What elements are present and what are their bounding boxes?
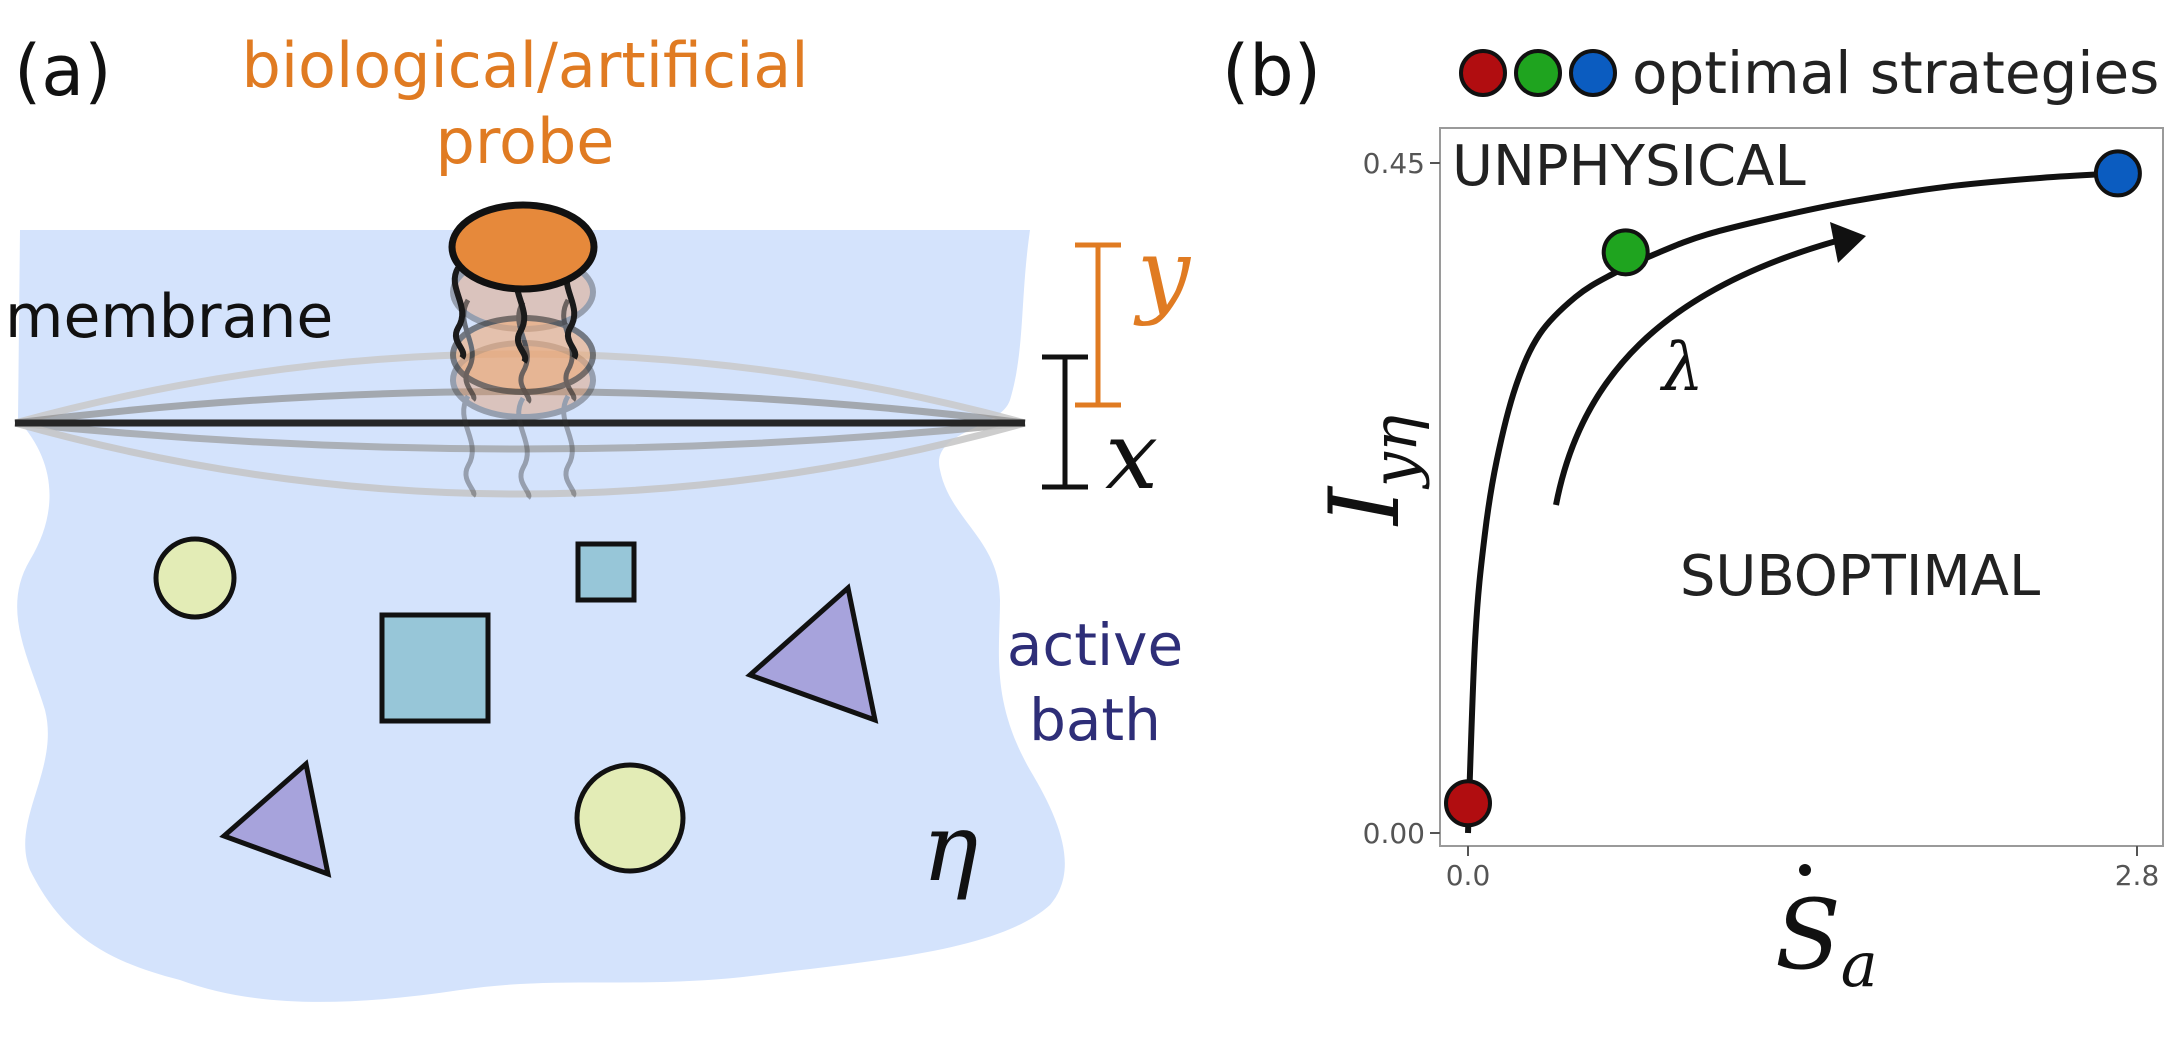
symbol-y: y: [1133, 219, 1192, 328]
legend-dot-red: [1459, 49, 1507, 97]
legend-dot-green: [1514, 49, 1562, 97]
optimal-curve: [1465, 170, 2119, 834]
strategy-points: [1444, 149, 2142, 828]
x-bracket: [1042, 354, 1088, 490]
probe-label-line2: probe: [436, 105, 615, 178]
x-axis-label: Sa: [1775, 864, 1878, 1001]
membrane-shadow-bottom: [14, 419, 1026, 498]
y-label-main: I: [1309, 485, 1421, 527]
panel-a-label: (a): [14, 30, 112, 112]
svg-text:Iyη: Iyη: [1309, 415, 1431, 527]
panel-b-label: (b): [1222, 30, 1321, 112]
svg-text:Sa: Sa: [1775, 879, 1878, 1001]
strategy-point-blue: [2093, 149, 2142, 198]
bath-label-line2: bath: [1029, 686, 1161, 754]
region-unphysical: UNPHYSICAL: [1452, 134, 1806, 199]
plot-frame: [1439, 127, 2164, 847]
y-label-sub: yη: [1358, 415, 1431, 490]
x-axis: 0.0 2.8: [1446, 846, 2160, 892]
strategy-point-red: [1444, 779, 1492, 828]
x-tick-left: 0.0: [1446, 859, 1491, 892]
x-label-dot: [1799, 864, 1811, 876]
lambda-label: λ: [1659, 329, 1704, 406]
bath-circle-small: [153, 536, 237, 620]
lambda-arrowhead: [1830, 222, 1866, 263]
x-label-main: S: [1775, 879, 1841, 991]
y-tick-top: 0.45: [1363, 147, 1425, 180]
panel-b: (b) optimal strategies 0.45 0.00 0.0 2.8…: [1222, 30, 2164, 1001]
membrane-label: membrane: [5, 282, 333, 352]
bath-circle-large: [574, 762, 686, 874]
bath-triangle-left: [219, 759, 332, 878]
region-suboptimal: SUBOPTIMAL: [1680, 544, 2040, 609]
symbol-eta: η: [922, 794, 978, 903]
x-label-sub: a: [1841, 928, 1878, 1001]
bath-square-large: [379, 612, 491, 724]
x-tick-right: 2.8: [2115, 859, 2160, 892]
legend-text: optimal strategies: [1632, 39, 2159, 107]
lambda-arrow: [1553, 237, 1841, 506]
bath-triangle-right: [745, 583, 879, 724]
probe-body: [448, 201, 598, 293]
y-bracket: [1075, 242, 1121, 408]
legend-dot-blue: [1569, 49, 1617, 97]
bath-square-small: [575, 541, 637, 603]
probe: [448, 201, 598, 364]
y-axis: 0.45 0.00: [1363, 147, 1440, 850]
membrane-shadow-mid-bottom: [14, 419, 1026, 453]
strategy-point-green: [1601, 228, 1650, 277]
panel-a: (a) biological/artificial probe membrane…: [5, 29, 1192, 1002]
y-tick-bottom: 0.00: [1363, 817, 1425, 850]
y-axis-label: Iyη: [1309, 415, 1431, 527]
bath-label-line1: active: [1007, 611, 1183, 679]
symbol-x: x: [1105, 402, 1158, 511]
legend: optimal strategies: [1459, 39, 2159, 107]
probe-label-line1: biological/artificial: [241, 29, 808, 102]
